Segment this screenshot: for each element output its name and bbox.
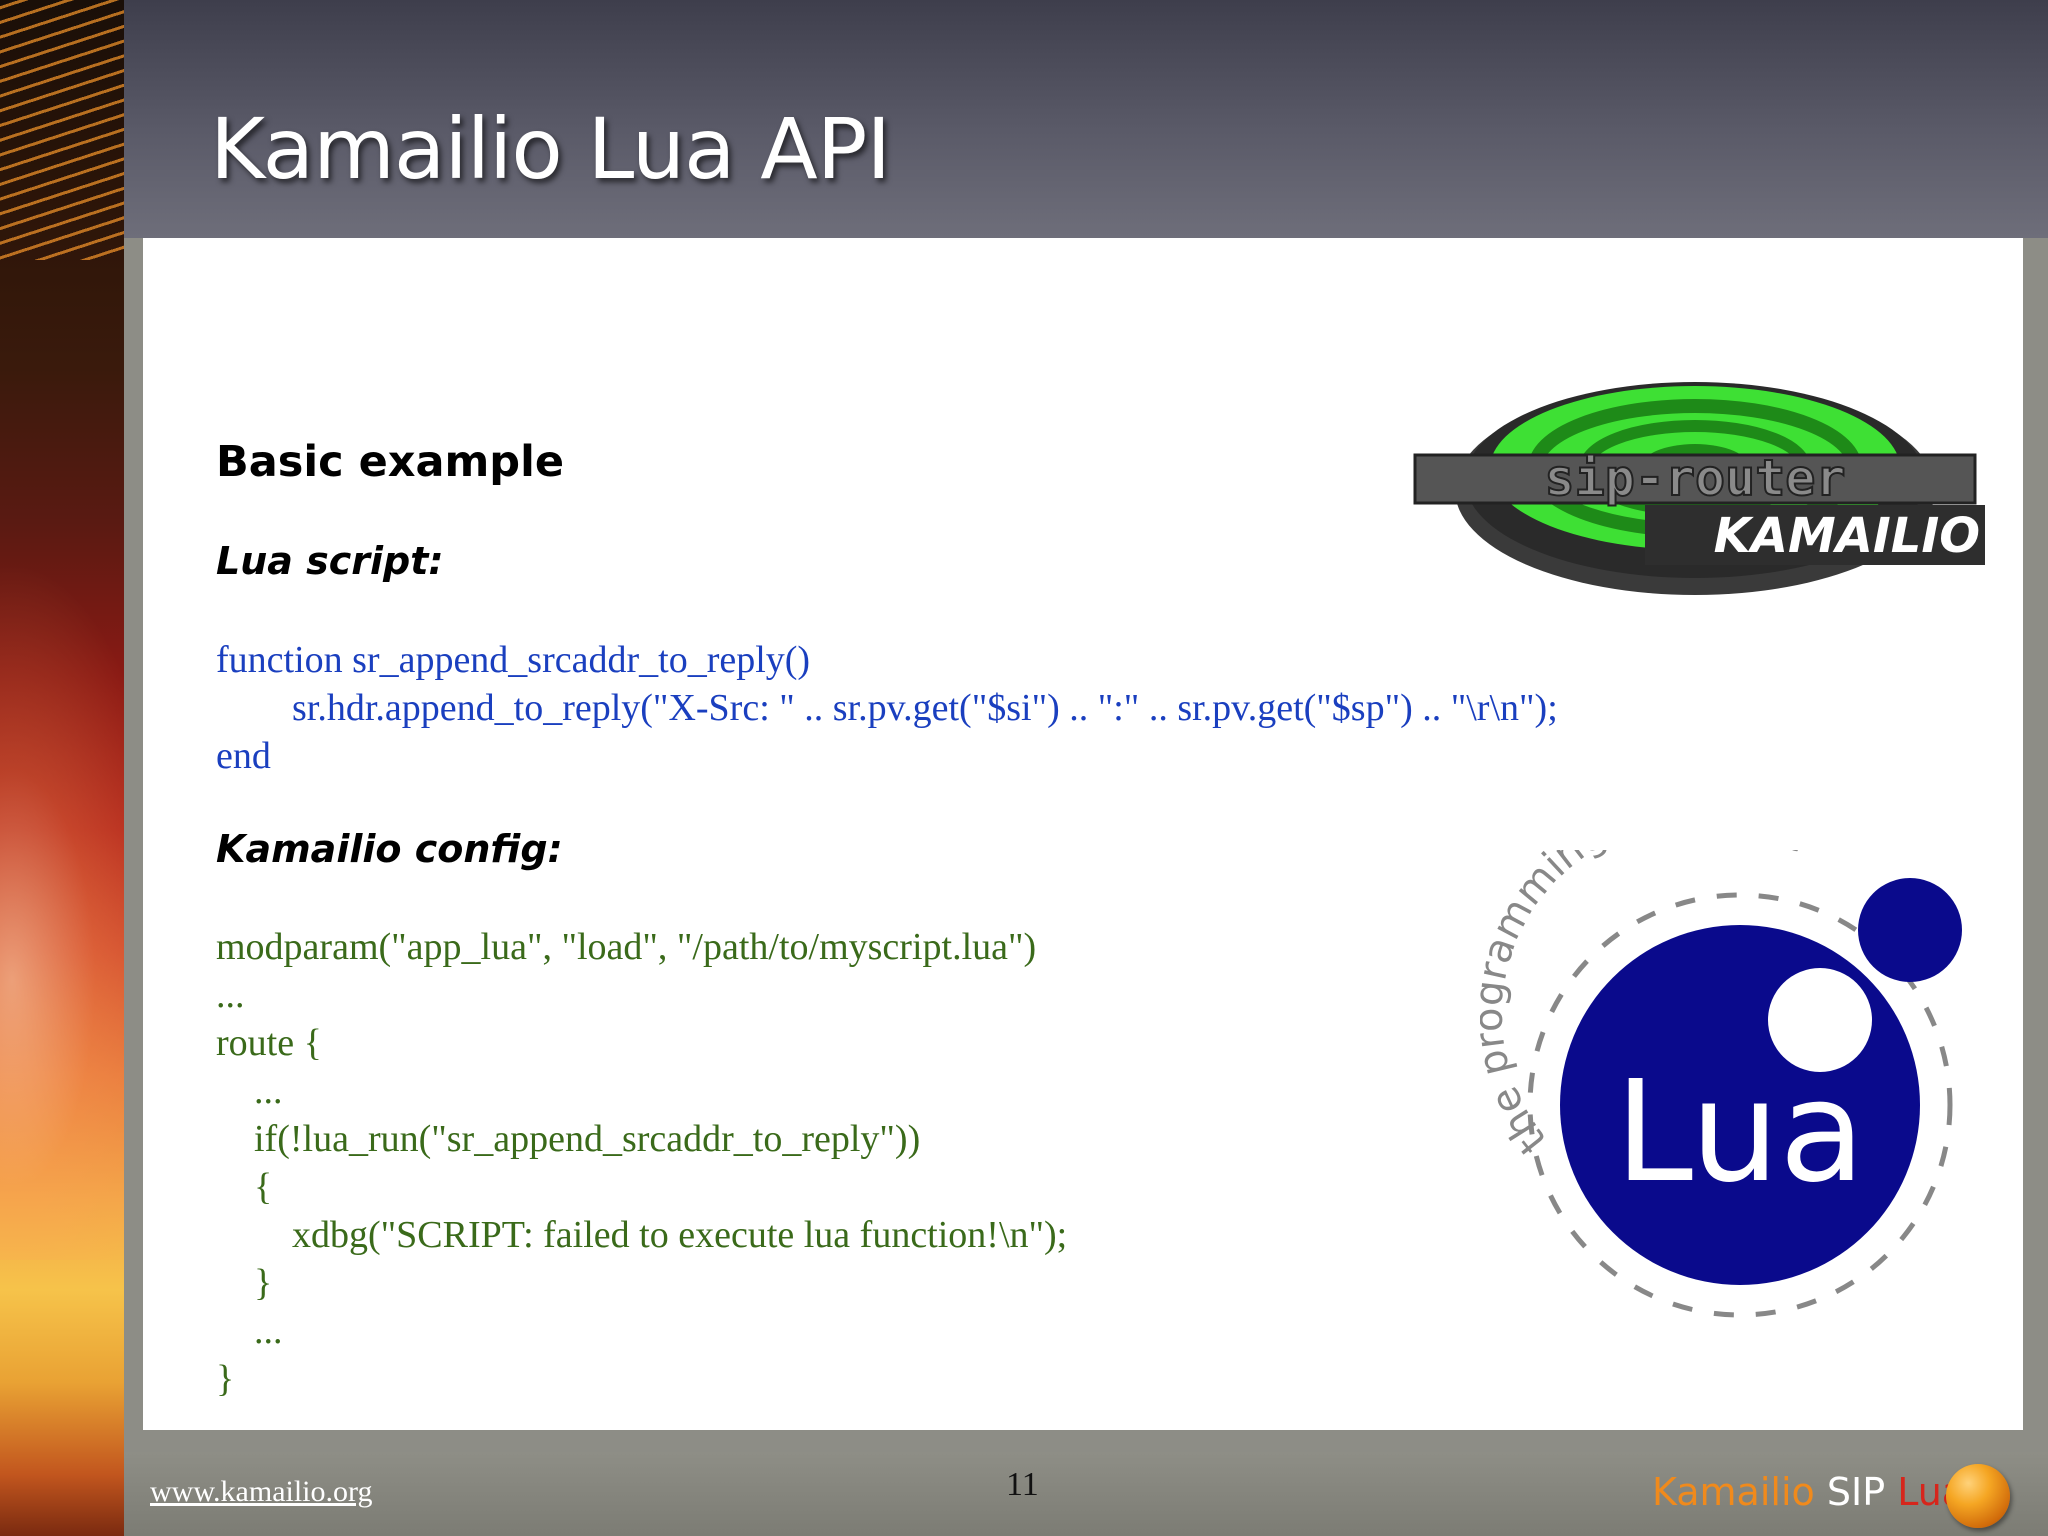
- sip-router-logo: sip-router KAMAILIO: [1413, 382, 1985, 595]
- config-code-line: ...: [216, 974, 245, 1016]
- orange-ball-icon: [1946, 1464, 2010, 1528]
- slide-title: Kamailio Lua API: [210, 100, 891, 198]
- lua-logo-text: Lua: [1615, 1051, 1865, 1214]
- lua-code-line: end: [216, 735, 271, 777]
- lua-script-label: Lua script:: [216, 539, 444, 583]
- section-heading: Basic example: [216, 437, 564, 487]
- decorative-glow: [0, 560, 124, 1260]
- config-code-line: if(!lua_run("sr_append_srcaddr_to_reply"…: [216, 1118, 921, 1160]
- brand-sip: SIP: [1826, 1470, 1886, 1514]
- config-code-line: ...: [216, 1310, 283, 1352]
- sip-router-logo-text: sip-router: [1544, 449, 1845, 507]
- lua-logo: the programming language Lua: [1480, 850, 1962, 1318]
- lua-code-line: function sr_append_srcaddr_to_reply(): [216, 639, 811, 681]
- brand-kamailio: Kamailio: [1652, 1470, 1815, 1514]
- decorative-lines: [0, 0, 124, 260]
- kamailio-logo-text: KAMAILIO: [1714, 508, 1980, 564]
- left-decorative-strip: [0, 0, 124, 1536]
- config-code-line: {: [216, 1166, 273, 1208]
- lua-code-line: sr.hdr.append_to_reply("X-Src: " .. sr.p…: [216, 687, 1558, 729]
- config-code-line: route {: [216, 1022, 322, 1064]
- page-number: 11: [1006, 1466, 1039, 1503]
- config-code-line: xdbg("SCRIPT: failed to execute lua func…: [216, 1214, 1068, 1256]
- config-code-line: }: [216, 1262, 273, 1304]
- footer-url-link[interactable]: www.kamailio.org: [150, 1475, 373, 1508]
- slide-footer: [124, 1452, 2048, 1536]
- config-code-line: modparam("app_lua", "load", "/path/to/my…: [216, 926, 1037, 968]
- slide-header: [124, 0, 2048, 238]
- config-code-line: }: [216, 1358, 235, 1400]
- footer-brand: Kamailio SIP Lua: [1652, 1470, 1965, 1514]
- kamailio-config-label: Kamailio config:: [216, 827, 563, 871]
- config-code-line: ...: [216, 1070, 283, 1112]
